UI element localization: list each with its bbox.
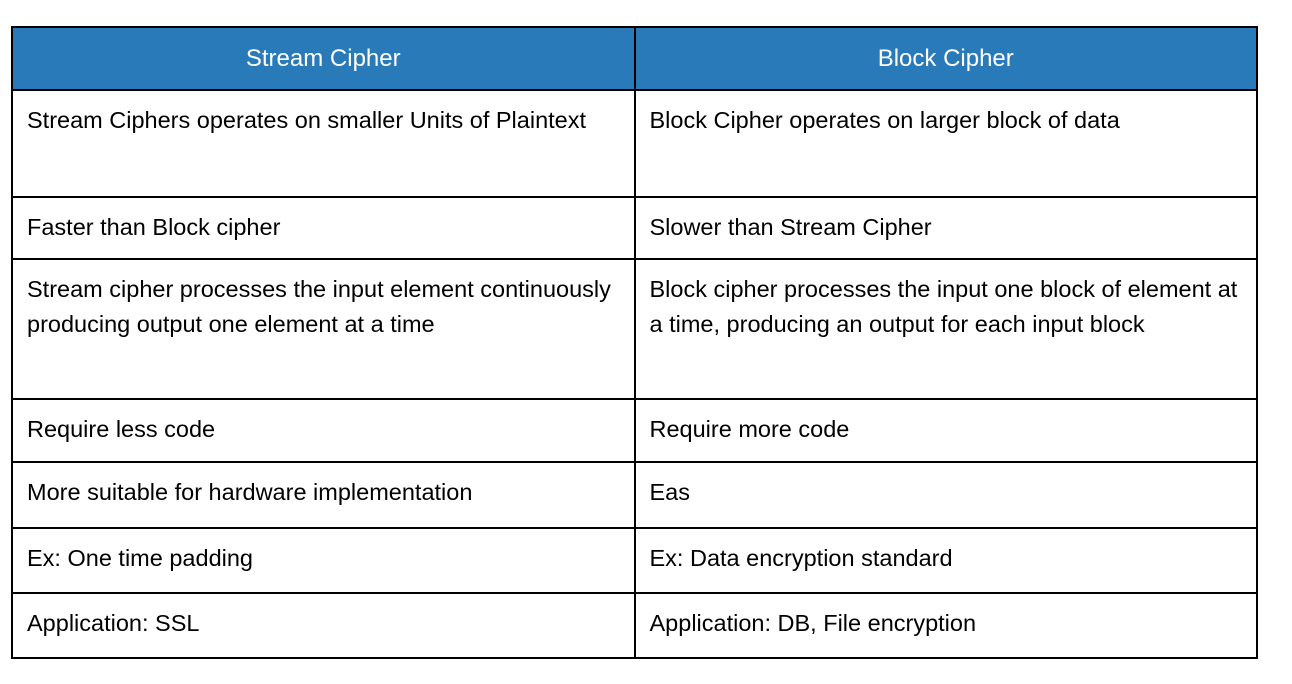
table-row: Stream cipher processes the input elemen…: [11, 258, 1258, 400]
cell-stream-processing: Stream cipher processes the input elemen…: [11, 258, 636, 400]
table-row: Ex: One time padding Ex: Data encryption…: [11, 527, 1258, 594]
cell-block-hardware: Eas: [633, 461, 1258, 529]
table-row: Stream Ciphers operates on smaller Units…: [11, 89, 1258, 198]
cell-stream-code: Require less code: [11, 398, 636, 463]
table-row: More suitable for hardware implementatio…: [11, 461, 1258, 529]
table-row: Require less code Require more code: [11, 398, 1258, 463]
cell-block-example: Ex: Data encryption standard: [633, 527, 1258, 594]
cell-stream-application: Application: SSL: [11, 592, 636, 659]
table-row: Faster than Block cipher Slower than Str…: [11, 196, 1258, 260]
cell-stream-units: Stream Ciphers operates on smaller Units…: [11, 89, 636, 198]
cell-block-application: Application: DB, File encryption: [633, 592, 1258, 659]
cell-stream-hardware: More suitable for hardware implementatio…: [11, 461, 636, 529]
cell-block-units: Block Cipher operates on larger block of…: [633, 89, 1258, 198]
cell-block-speed: Slower than Stream Cipher: [633, 196, 1258, 260]
cell-stream-speed: Faster than Block cipher: [11, 196, 636, 260]
cell-stream-example: Ex: One time padding: [11, 527, 636, 594]
table-header-row: Stream Cipher Block Cipher: [11, 26, 1258, 91]
cipher-comparison-table: Stream Cipher Block Cipher Stream Cipher…: [11, 26, 1258, 659]
column-header-block-cipher: Block Cipher: [633, 26, 1258, 91]
column-header-stream-cipher: Stream Cipher: [11, 26, 636, 91]
cell-block-code: Require more code: [633, 398, 1258, 463]
table-row: Application: SSL Application: DB, File e…: [11, 592, 1258, 659]
cell-block-processing: Block cipher processes the input one blo…: [633, 258, 1258, 400]
page: Stream Cipher Block Cipher Stream Cipher…: [11, 26, 1258, 659]
